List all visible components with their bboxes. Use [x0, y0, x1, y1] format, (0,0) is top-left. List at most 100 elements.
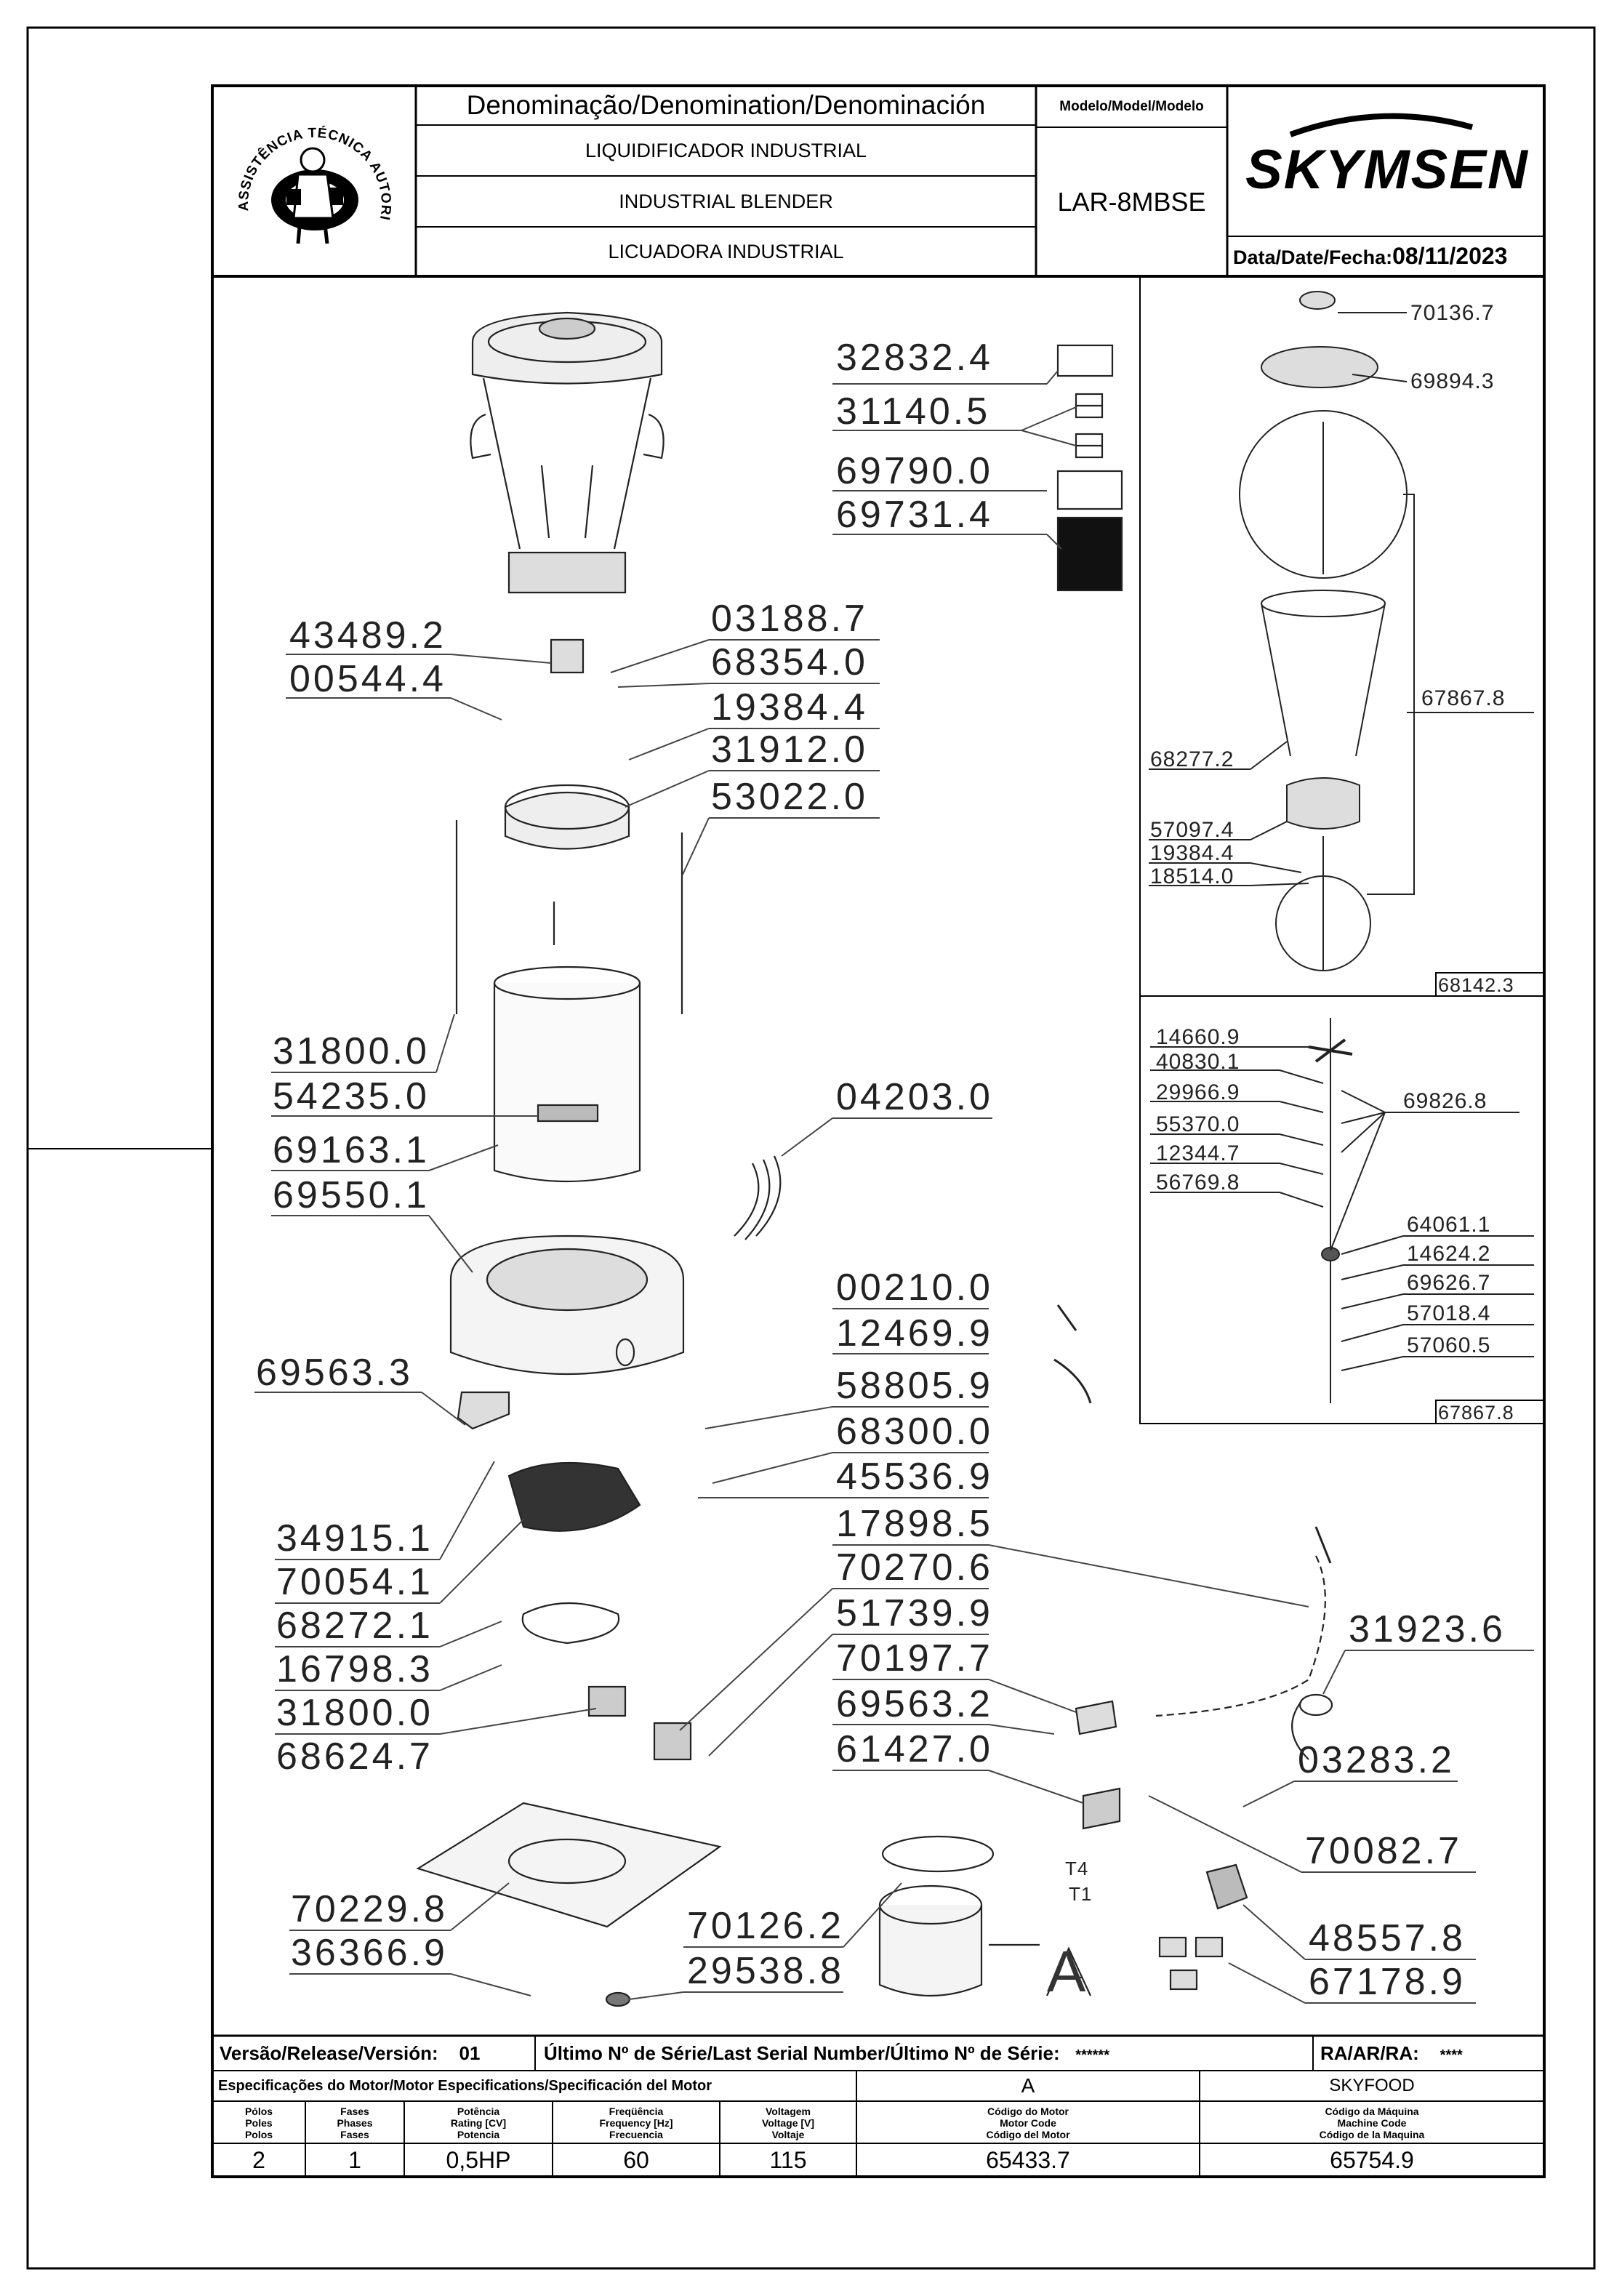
brand-swoosh-icon [1289, 113, 1474, 137]
date-label: Data/Date/Fecha: [1233, 246, 1393, 268]
part-label: 29538.8 [687, 1950, 844, 1992]
part-label: 03283.2 [1298, 1739, 1455, 1781]
jar-part-label: 67867.8 [1421, 686, 1506, 710]
part-label: 68354.0 [711, 641, 868, 683]
ra-row: RA/AR/RA: **** [1320, 2036, 1463, 2071]
part-label: 68624.7 [276, 1735, 433, 1778]
part-label: 32832.4 [836, 337, 993, 379]
jar-part-label: 70136.7 [1410, 301, 1495, 325]
part-label: 70082.7 [1305, 1830, 1462, 1872]
rating-value: 0,5HP [446, 2146, 511, 2173]
name-english: INDUSTRIAL BLENDER [619, 190, 833, 212]
name-spanish: LICUADORA INDUSTRIAL [608, 240, 844, 262]
part-label: 00210.0 [836, 1267, 993, 1309]
part-label: 45536.9 [836, 1456, 993, 1498]
blade-part-label: 12344.7 [1156, 1141, 1240, 1165]
part-label: 48557.8 [1309, 1917, 1466, 1959]
blade-part-label: 56769.8 [1156, 1171, 1240, 1195]
denomination-title: Denominação/Denomination/Denominación [466, 90, 986, 120]
jar-part-label: 69894.3 [1410, 369, 1495, 393]
part-label: 53022.0 [711, 776, 868, 818]
phases-value: 1 [348, 2146, 361, 2173]
part-label: 69790.0 [836, 450, 993, 492]
ra-label: RA/AR/RA: [1320, 2042, 1419, 2064]
release-value: 01 [459, 2042, 481, 2064]
part-label: 68272.1 [276, 1605, 433, 1647]
blade-part-label: 57018.4 [1407, 1301, 1491, 1325]
jar-part-label: 68277.2 [1150, 747, 1234, 771]
motor-code-value: 65433.7 [986, 2146, 1070, 2173]
serial-label: Último Nº de Série/Last Serial Number/Úl… [544, 2042, 1060, 2064]
blade-part-label: 69626.7 [1407, 1271, 1491, 1295]
part-label: 54235.0 [273, 1075, 430, 1117]
part-label: 03188.7 [711, 598, 868, 640]
part-label: 31923.6 [1349, 1608, 1506, 1650]
part-label: 00544.4 [289, 658, 446, 700]
part-label: 43489.2 [289, 614, 446, 657]
release-row: Versão/Release/Versión: 01 [220, 2036, 480, 2071]
part-label: 36366.9 [291, 1932, 448, 1974]
brand-logo: SKYMSEN [1245, 138, 1529, 201]
blade-part-label: 14624.2 [1407, 1242, 1491, 1266]
part-label: 31140.5 [836, 390, 991, 433]
part-label: 31800.0 [273, 1030, 430, 1072]
authorized-seal-logo: ASSISTÊNCIA TÉCNICA AUTORIZADA [231, 109, 393, 244]
part-label: 70054.1 [276, 1561, 433, 1603]
part-label: 58805.9 [836, 1365, 993, 1407]
part-label: 70229.8 [291, 1888, 448, 1930]
date-value: 08/11/2023 [1392, 243, 1508, 269]
blade-part-label: 57060.5 [1407, 1333, 1491, 1357]
jar-part-label: 19384.4 [1150, 841, 1234, 865]
part-label: 16798.3 [276, 1648, 433, 1690]
part-label: 70197.7 [836, 1637, 993, 1679]
frequency-value: 60 [623, 2146, 649, 2173]
blade-part-label: 14660.9 [1156, 1025, 1240, 1049]
part-label: 12469.9 [836, 1312, 993, 1354]
part-label: 68300.0 [836, 1410, 993, 1453]
motor-code-letter: A [1021, 2074, 1035, 2097]
part-label: 34915.1 [276, 1517, 433, 1560]
wire-label-t4: T4 [1065, 1858, 1089, 1879]
jar-part-label: 57097.4 [1150, 818, 1234, 842]
model-number: LAR-8MBSE [1057, 186, 1206, 217]
part-label: 31912.0 [711, 728, 868, 771]
part-label: 04203.0 [836, 1076, 993, 1118]
part-label: 69163.1 [273, 1129, 430, 1171]
jar-panel-footer-code: 68142.3 [1438, 974, 1514, 996]
blade-part-label: 29966.9 [1156, 1080, 1240, 1104]
part-label: 70126.2 [687, 1905, 844, 1947]
part-label: 17898.5 [836, 1503, 993, 1545]
part-label: 31800.0 [276, 1692, 433, 1734]
blade-panel-footer-code: 67867.8 [1438, 1402, 1514, 1424]
blade-part-label: 64061.1 [1407, 1213, 1491, 1237]
part-label: 69731.4 [836, 494, 993, 536]
motor-spec-title: Especificações do Motor/Motor Especifica… [218, 2078, 712, 2094]
blade-part-label: 69826.8 [1403, 1089, 1487, 1113]
serial-value: ****** [1075, 2047, 1109, 2063]
ra-value: **** [1440, 2047, 1463, 2063]
serial-row: Último Nº de Série/Last Serial Number/Úl… [544, 2036, 1109, 2071]
part-label: 19384.4 [711, 686, 868, 728]
part-label: 69563.3 [256, 1352, 413, 1394]
motor-letter: A [1047, 1939, 1086, 2004]
date-row: Data/Date/Fecha:08/11/2023 [1233, 240, 1544, 272]
part-label: 67178.9 [1309, 1961, 1466, 2003]
part-label: 69550.1 [273, 1174, 430, 1216]
part-label: 61427.0 [836, 1728, 993, 1770]
machine-code-value: 65754.9 [1330, 2146, 1414, 2173]
brand-name: SKYFOOD [1329, 2076, 1415, 2095]
release-label: Versão/Release/Versión: [220, 2042, 438, 2064]
blade-part-label: 40830.1 [1156, 1050, 1240, 1074]
poles-value: 2 [252, 2146, 265, 2173]
voltage-value: 115 [769, 2146, 807, 2173]
